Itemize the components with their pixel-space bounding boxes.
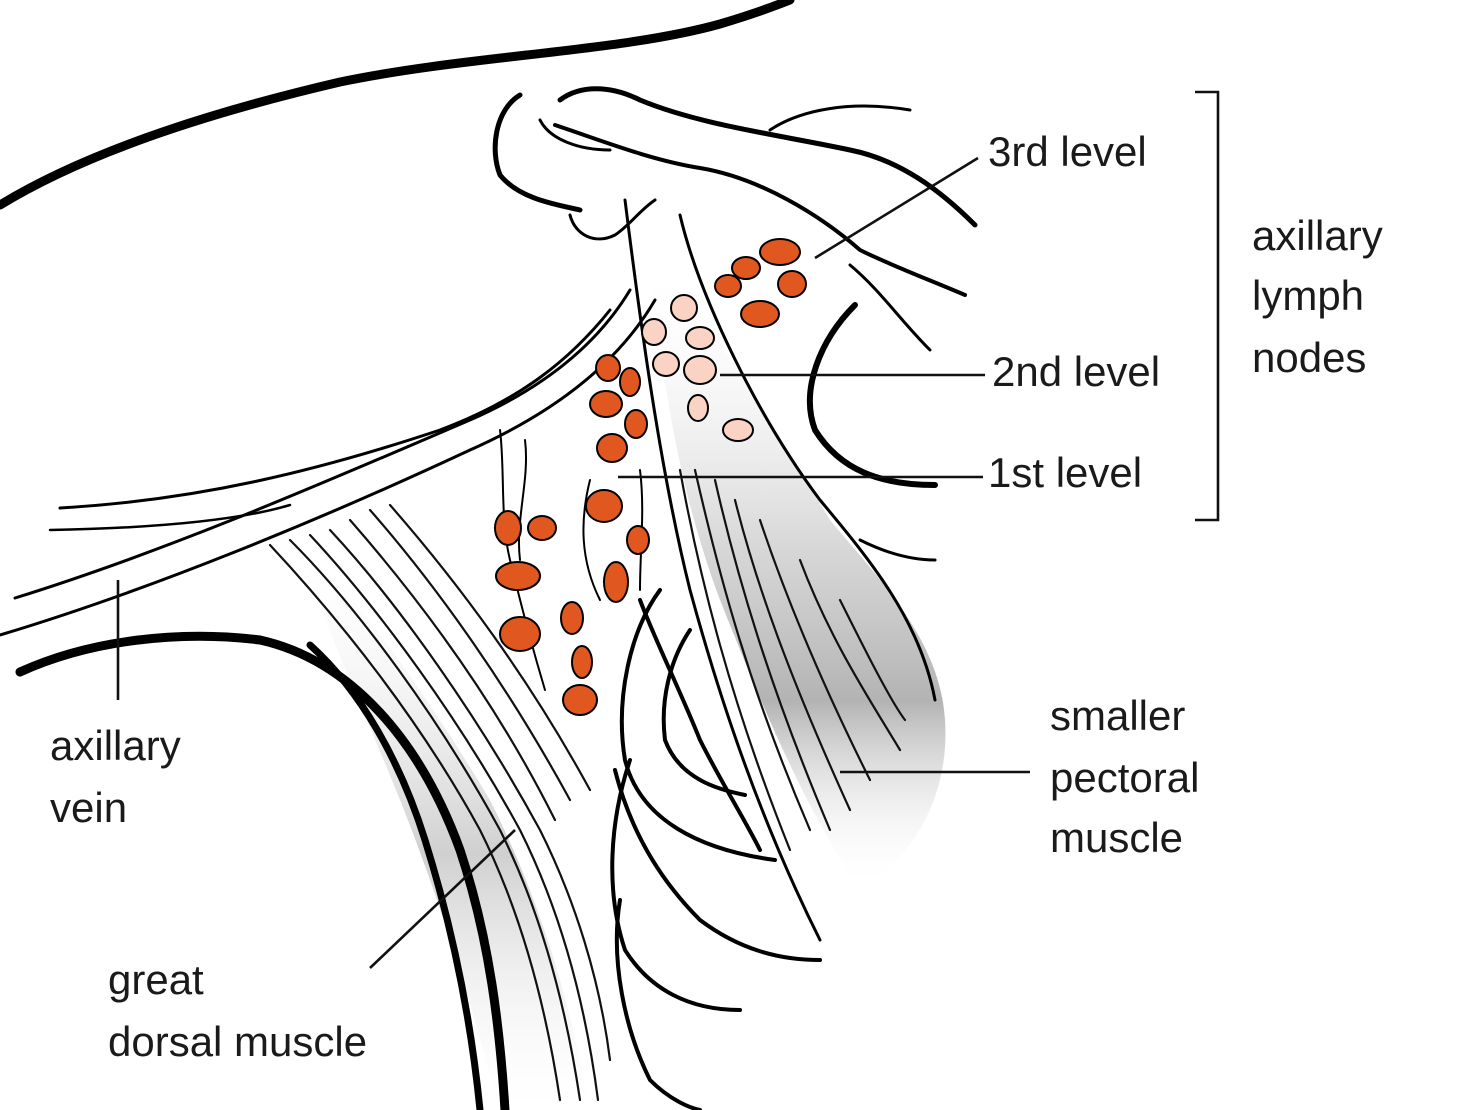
lymph-node [687, 394, 709, 422]
label-1st-level: 1st level [988, 449, 1142, 496]
lymph-node [777, 270, 807, 298]
lymph-node [595, 354, 621, 382]
label-axillary-lymph-nodes-3: nodes [1252, 334, 1366, 381]
lymph-node [585, 489, 623, 523]
label-axillary-lymph-nodes-2: lymph [1252, 272, 1364, 319]
label-2nd-level: 2nd level [992, 348, 1160, 395]
lymph-node [670, 294, 698, 322]
lymph-nodes-level-2 [641, 294, 754, 442]
lymph-node [571, 645, 593, 679]
lymph-node [596, 433, 628, 463]
lymph-node [495, 561, 541, 591]
label-great-dorsal-muscle-1: great [108, 956, 204, 1003]
lymph-node [685, 326, 715, 350]
lymph-node [494, 510, 522, 546]
label-axillary-vein-1: axillary [50, 722, 181, 769]
lymph-node [624, 409, 648, 439]
lymph-node [759, 238, 801, 266]
leader-level3 [814, 156, 979, 260]
lymph-node [641, 318, 667, 346]
label-great-dorsal-muscle-2: dorsal muscle [108, 1018, 367, 1065]
axillary-nodes-bracket [1195, 90, 1220, 522]
lymph-node [499, 616, 541, 652]
lymph-node [619, 367, 641, 397]
lymph-node [731, 256, 761, 280]
lymph-node [603, 561, 629, 603]
label-3rd-level: 3rd level [988, 128, 1147, 175]
leader-lines [116, 90, 1220, 969]
lymph-nodes-level-1 [494, 354, 650, 716]
lymph-node [683, 355, 717, 385]
lymph-node [722, 418, 754, 442]
label-smaller-pectoral-muscle-2: pectoral [1050, 754, 1199, 801]
lymph-node [740, 300, 780, 328]
lymph-node [589, 390, 623, 418]
lymph-node [562, 684, 598, 716]
lymph-node [652, 351, 680, 377]
label-smaller-pectoral-muscle-3: muscle [1050, 814, 1183, 861]
labels: 3rd level 2nd level 1st level axillary l… [50, 128, 1383, 1065]
lymph-nodes-level-3 [714, 238, 807, 328]
label-axillary-vein-2: vein [50, 784, 127, 831]
label-axillary-lymph-nodes-1: axillary [1252, 212, 1383, 259]
lymph-node [714, 274, 742, 298]
clavicle-outline [538, 86, 978, 297]
label-smaller-pectoral-muscle-1: smaller [1050, 692, 1185, 739]
lymph-node [527, 515, 557, 541]
humerus-outline [15, 631, 510, 1110]
ribs [610, 263, 938, 1110]
dorsal-muscle [268, 503, 612, 1110]
shoulder-outline [0, 0, 795, 213]
lymph-node [560, 601, 584, 635]
lymph-node [626, 525, 650, 555]
leader-dorsal [369, 829, 516, 969]
